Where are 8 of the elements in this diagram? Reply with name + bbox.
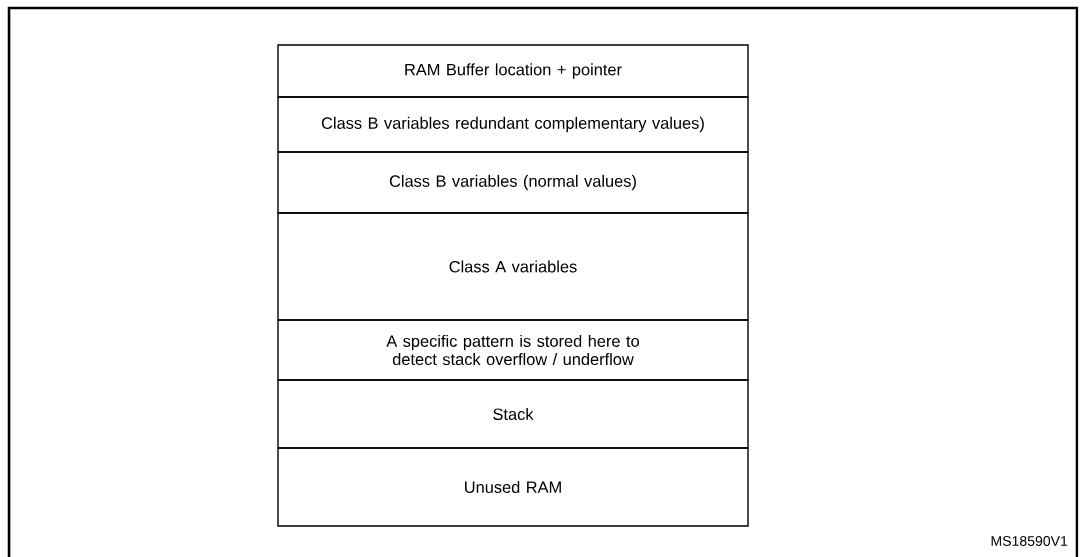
memory-block: Class A variables (277, 212, 749, 321)
memory-block: RAM Buffer location + pointer (277, 44, 749, 98)
memory-block: Class B variables redundant complementary values) (277, 96, 749, 153)
memory-block: Stack (277, 379, 749, 449)
figure-id: MS18590V1 (991, 536, 1068, 546)
memory-block: Class B variables (normal values) (277, 151, 749, 214)
memory-block: Unused RAM (277, 447, 749, 527)
memory-block: A specific pattern is stored here to detect stack overflow / underflow (277, 319, 749, 381)
